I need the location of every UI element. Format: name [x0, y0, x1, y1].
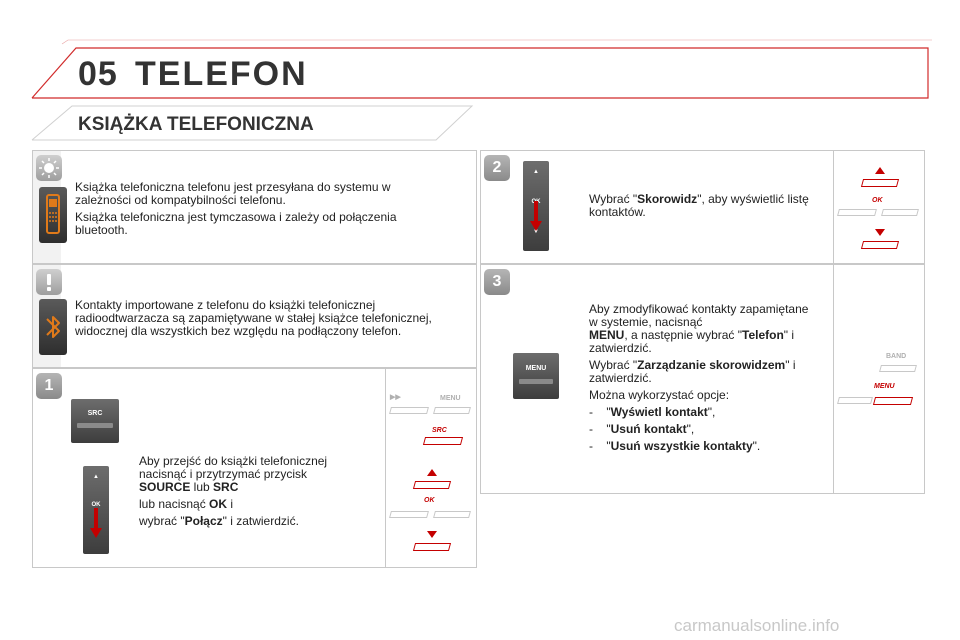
grey-bar: [389, 511, 429, 518]
chapter-title: TELEFON: [135, 55, 308, 93]
band-label-grey: BAND: [886, 353, 907, 360]
menu-label-red: MENU: [874, 383, 895, 390]
up-arrow-red-icon: [875, 167, 885, 174]
skip-icon: ▶▶: [390, 394, 401, 401]
up-arrow-red-icon: [427, 469, 437, 476]
step1-badge: 1: [36, 373, 62, 399]
step3-paragraph-1: Aby zmodyfikować kontakty zapamiętane w …: [589, 302, 809, 355]
down-arrow-red-icon: [875, 229, 885, 236]
up-arrow-icon: ▲: [93, 474, 99, 480]
ok-label-red: OK: [424, 497, 435, 504]
warning-panel: Kontakty importowane z telefonu do książ…: [32, 264, 477, 368]
red-bar: [412, 543, 452, 551]
red-down-arrow-icon: [90, 508, 102, 538]
step3-panel: 3 MENU Aby zmodyfikować kontakty zapamię…: [480, 264, 925, 494]
red-bar: [872, 397, 914, 405]
step3-paragraph-3: Można wykorzystać opcje:: [589, 388, 730, 402]
src-label-red: SRC: [432, 427, 447, 434]
step2-text: Wybrać "Skorowidz", aby wyświetlić listę…: [589, 193, 809, 223]
step2-panel: 2 ▲ OK ▼ Wybrać "Skorowidz", aby wyświet…: [480, 150, 925, 264]
step1-line2: lub nacisnąć OK i: [139, 497, 234, 511]
red-bar: [860, 179, 900, 187]
step3-option-3: - "Usuń wszystkie kontakty".: [589, 439, 761, 453]
menu-button: MENU: [513, 353, 559, 399]
info-text: Książka telefoniczna telefonu jest przes…: [75, 181, 445, 241]
section-title: KSIĄŻKA TELEFONICZNA: [78, 114, 314, 135]
phone-icon: [39, 187, 67, 243]
step3-paragraph-2: Wybrać "Zarządzanie skorowidzem" i zatwi…: [589, 358, 796, 385]
button-bar: [77, 423, 113, 428]
step2-badge: 2: [484, 155, 510, 181]
lightbulb-icon: [36, 155, 62, 181]
step3-diagram: BAND MENU: [833, 265, 924, 493]
red-down-arrow-icon: [530, 201, 542, 231]
bluetooth-icon: [39, 299, 67, 355]
grey-bar: [433, 511, 471, 518]
info-paragraph-1: Książka telefoniczna telefonu jest przes…: [75, 180, 391, 207]
info-paragraph-2: Książka telefoniczna jest tymczasowa i z…: [75, 210, 397, 237]
step3-option-2: - "Usuń kontakt",: [589, 422, 695, 436]
up-arrow-icon: ▲: [533, 169, 539, 175]
step2-line: Wybrać "Skorowidz", aby wyświetlić listę…: [589, 192, 809, 219]
step1-text: Aby przejść do książki telefonicznej nac…: [139, 455, 369, 532]
step1-panel: 1 SRC ▲ OK ▼ Aby przejść do książki tele…: [32, 368, 477, 568]
red-bar: [412, 481, 452, 489]
grey-bar: [881, 209, 919, 216]
step1-line3: wybrać "Połącz" i zatwierdzić.: [139, 514, 299, 528]
menu-button-label: MENU: [525, 365, 547, 372]
down-arrow-icon: ▼: [533, 229, 539, 235]
watermark: carmanualsonline.info: [674, 616, 840, 635]
updown-control: ▲ OK ▼: [83, 466, 109, 554]
ok-label: OK: [91, 502, 101, 508]
step3-option-1: - "Wyświetl kontakt",: [589, 405, 716, 419]
warning-text: Kontakty importowane z telefonu do książ…: [75, 298, 432, 338]
grey-bar: [389, 407, 429, 414]
step3-badge: 3: [484, 269, 510, 295]
exclamation-icon: [36, 269, 62, 295]
grey-bar: [433, 407, 471, 414]
src-button: SRC: [71, 399, 119, 443]
step3-text: Aby zmodyfikować kontakty zapamiętane w …: [589, 303, 819, 457]
info-panel: Książka telefoniczna telefonu jest przes…: [32, 150, 477, 264]
grey-bar: [837, 397, 873, 404]
grey-bar: [879, 365, 917, 372]
updown-control: ▲ OK ▼: [523, 161, 549, 251]
src-button-label: SRC: [87, 410, 103, 417]
red-bar: [422, 437, 464, 445]
step2-diagram: OK: [833, 151, 924, 263]
red-bar: [860, 241, 900, 249]
step1-line1: Aby przejść do książki telefonicznej nac…: [139, 454, 328, 494]
step1-diagram: ▶▶ MENU SRC OK: [385, 369, 476, 567]
grey-bar: [837, 209, 877, 216]
ok-label-red: OK: [872, 197, 883, 204]
header-frame: [31, 39, 932, 141]
button-bar: [519, 379, 553, 384]
chapter-number: 05: [78, 55, 118, 93]
down-arrow-red-icon: [427, 531, 437, 538]
menu-label-grey: MENU: [440, 395, 461, 402]
